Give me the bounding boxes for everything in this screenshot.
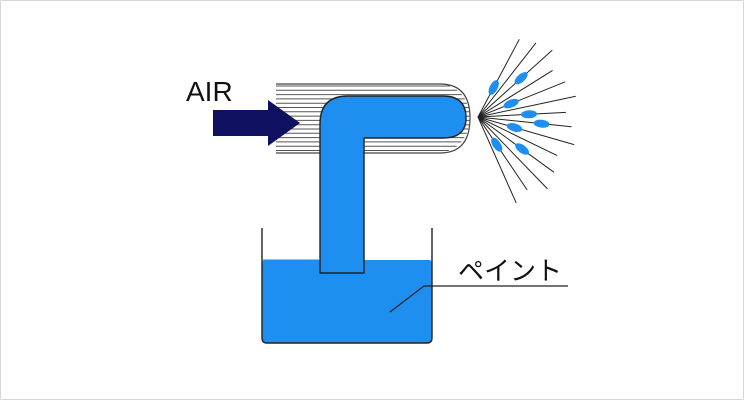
air-label: AIR xyxy=(186,76,233,107)
spray-streaks xyxy=(477,39,576,204)
arrow-right-icon xyxy=(213,100,300,146)
spray-streak xyxy=(477,116,572,128)
paint-droplet xyxy=(533,119,550,128)
paint-droplet xyxy=(521,110,537,119)
spray-streak xyxy=(477,116,517,204)
spray-streak xyxy=(477,69,553,118)
spray-streak xyxy=(477,116,558,157)
paint-liquid xyxy=(262,260,432,343)
spray-streak xyxy=(477,95,576,118)
spray-streak xyxy=(477,116,528,191)
paint-droplets xyxy=(488,72,550,155)
paint-droplet xyxy=(503,98,519,109)
spray-streak xyxy=(477,49,553,118)
spray-streak xyxy=(477,42,537,118)
air-chamber-outline xyxy=(276,83,471,154)
spray-streak xyxy=(477,39,520,118)
spray-streak xyxy=(477,81,566,118)
paint-leader-line xyxy=(389,285,568,313)
spray-streak xyxy=(477,116,575,146)
paint-tank-outline xyxy=(261,228,433,344)
siphon-tube xyxy=(319,95,467,274)
spray-streak xyxy=(477,116,548,190)
paint-droplet xyxy=(515,143,529,155)
paint-droplet xyxy=(506,123,523,132)
paint-droplet xyxy=(488,80,499,95)
paint-droplet xyxy=(491,137,503,152)
paint-label: ペイント xyxy=(458,256,562,286)
paint-droplet xyxy=(514,72,528,85)
